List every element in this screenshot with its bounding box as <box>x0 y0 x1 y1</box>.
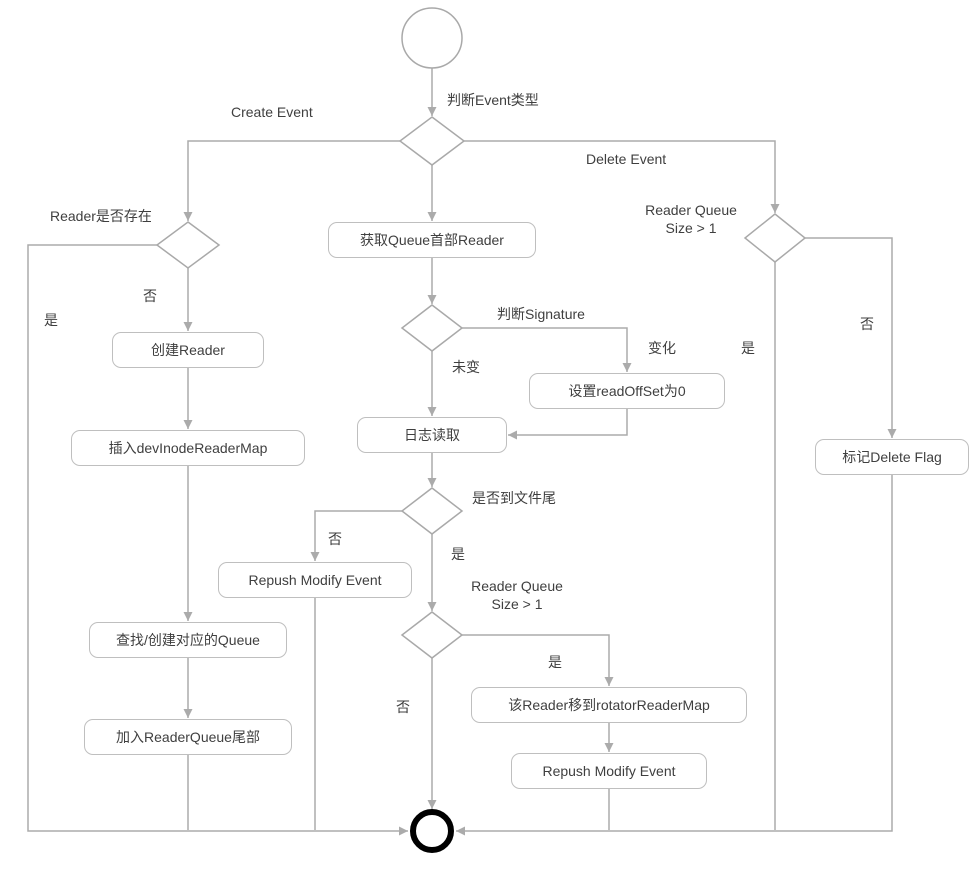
label-file-end-no: 否 <box>328 531 342 547</box>
node-find-create-queue: 查找/创建对应的Queue <box>89 622 287 658</box>
node-append-reader-queue-tail: 加入ReaderQueue尾部 <box>84 719 292 755</box>
node-set-read-offset-zero: 设置readOffSet为0 <box>529 373 725 409</box>
connector-deletesize-no-markflag <box>805 237 897 438</box>
label-create-event: Create Event <box>231 104 313 120</box>
connector-queuesize-to-rotator <box>462 634 614 686</box>
label-queue-size-right-no: 否 <box>860 316 874 332</box>
label-is-file-end: 是否到文件尾 <box>472 490 556 506</box>
connector-sig-changed <box>462 327 632 372</box>
label-reader-exists-no: 否 <box>143 288 157 304</box>
end-node <box>410 809 454 853</box>
label-judge-signature: 判断Signature <box>497 306 585 322</box>
node-repush-modify-event-left: Repush Modify Event <box>218 562 412 598</box>
decision-judge-signature <box>400 304 464 352</box>
connector-fileend-no-repush <box>310 510 402 561</box>
node-get-queue-head-reader: 获取Queue首部Reader <box>328 222 536 258</box>
node-repush-modify-event-right: Repush Modify Event <box>511 753 707 789</box>
label-reader-exists: Reader是否存在 <box>50 208 152 224</box>
label-queue-size-mid-yes: 是 <box>548 654 562 670</box>
label-signature-changed: 变化 <box>648 340 676 356</box>
label-signature-unchanged: 未变 <box>452 359 480 375</box>
label-reader-queue-size-right: Reader Queue Size > 1 <box>645 202 737 236</box>
start-node <box>401 7 463 69</box>
label-delete-event: Delete Event <box>586 151 667 167</box>
node-insert-dev-inode-reader-map: 插入devInodeReaderMap <box>71 430 305 466</box>
label-queue-size-mid-no: 否 <box>396 699 410 715</box>
connector-offset-to-logread <box>508 409 628 440</box>
node-create-reader: 创建Reader <box>112 332 264 368</box>
node-log-read: 日志读取 <box>357 417 507 453</box>
label-judge-event-type: 判断Event类型 <box>447 92 539 108</box>
label-reader-queue-size-mid: Reader Queue Size > 1 <box>471 578 563 612</box>
connector-delete-event <box>464 140 780 213</box>
decision-is-file-end <box>400 487 464 535</box>
decision-judge-event-type <box>398 116 466 166</box>
connector-markflag-to-end <box>456 475 893 836</box>
label-reader-exists-yes: 是 <box>44 312 58 328</box>
node-mark-delete-flag: 标记Delete Flag <box>815 439 969 475</box>
decision-queue-size-right <box>743 213 807 263</box>
connector-reader-yes-to-end <box>27 244 408 836</box>
decision-reader-exists <box>155 221 221 269</box>
node-move-reader-to-rotator-map: 该Reader移到rotatorReaderMap <box>471 687 747 723</box>
label-queue-size-right-yes: 是 <box>741 340 755 356</box>
decision-queue-size-mid <box>400 611 464 659</box>
connector-create-event <box>183 140 400 221</box>
label-file-end-yes: 是 <box>451 546 465 562</box>
